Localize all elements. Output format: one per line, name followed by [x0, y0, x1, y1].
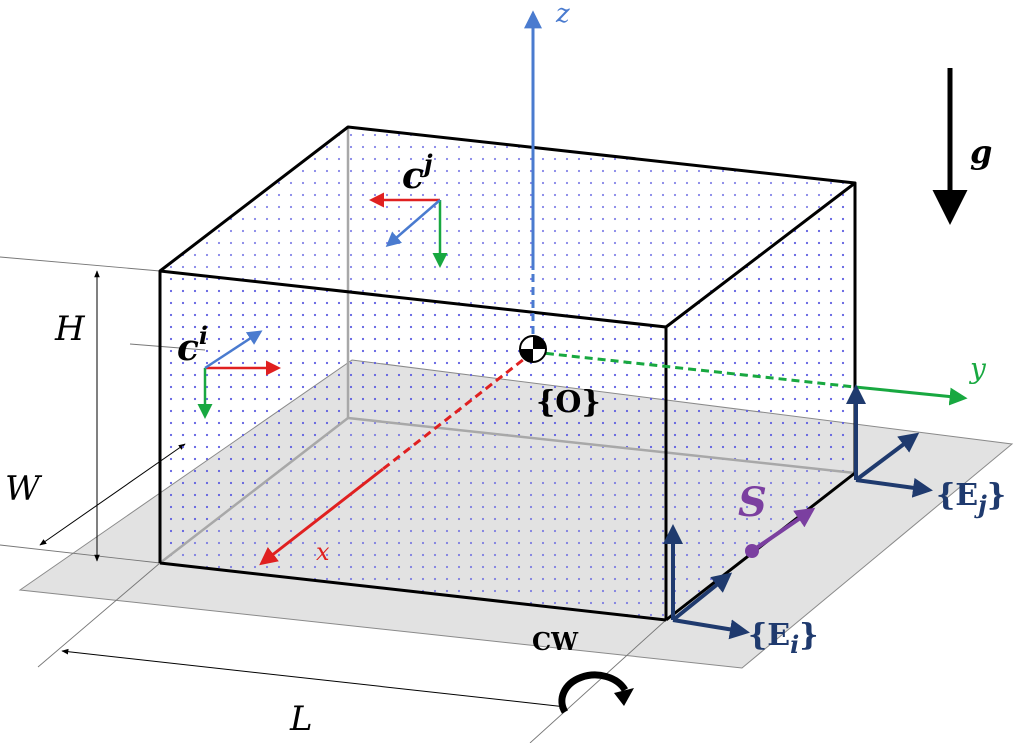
x-axis: [259, 467, 384, 566]
length-dimension: [61, 648, 567, 710]
camera-i-label: ci: [177, 321, 208, 369]
height-label: H: [54, 309, 86, 349]
frame-e-j: [846, 384, 933, 498]
origin-label: {O}: [536, 385, 601, 420]
clockwise-arrow-icon: [558, 671, 634, 714]
surface-arrow: [745, 507, 816, 558]
frame-e-i: [663, 524, 750, 640]
world-axes: [259, 10, 968, 566]
x-axis-label: x: [316, 538, 330, 566]
surface-label: S: [738, 479, 767, 526]
y-axis-label: y: [968, 352, 987, 385]
frame-e-j-label: {Ej}: [936, 478, 1006, 519]
z-axis-label: z: [555, 0, 570, 29]
gravity-label: g: [970, 133, 992, 171]
y-axis-hidden: [532, 350, 856, 389]
camera-j-frame: [369, 192, 448, 268]
x-axis-hidden: [382, 350, 534, 471]
camera-i-frame: [197, 330, 281, 419]
y-axis: [854, 385, 968, 406]
width-label: W: [5, 469, 43, 509]
box-edges: [158, 125, 857, 622]
rotation-label: CW: [532, 627, 579, 656]
camera-j-label: cj: [402, 149, 433, 197]
frame-e-i-label: {Ei}: [748, 618, 819, 659]
center-of-mass-icon: [519, 335, 547, 363]
length-label: L: [289, 699, 313, 739]
hidden-edges: [159, 127, 856, 564]
